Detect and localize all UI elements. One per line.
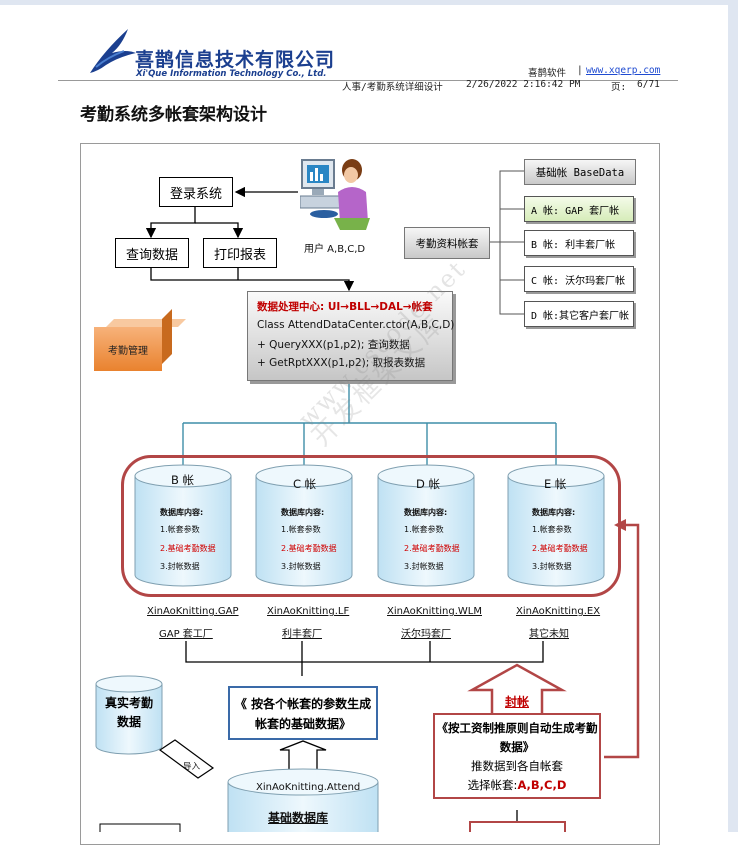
- base-db-label: 基础数据库: [268, 811, 329, 825]
- cylinder-e: [507, 464, 605, 587]
- viewer-scrollbar[interactable]: [728, 0, 738, 832]
- db-c-caption: 数据库内容:: [281, 508, 325, 517]
- db-e-item2: 2.基础考勤数据: [532, 544, 588, 553]
- attend-account-box: 考勤资料帐套: [404, 227, 490, 259]
- db-b-dbname: XinAoKnitting.GAP: [147, 606, 239, 617]
- db-b-name: B 帐: [171, 473, 195, 487]
- generate-attend-box: 《按工资制推原则自动生成考勤数据》 推数据到各自帐套 选择帐套:A,B,C,D: [433, 713, 601, 799]
- account-d: D 帐:其它客户套厂帐: [524, 301, 634, 327]
- db-b-client: GAP 套工厂: [159, 629, 213, 640]
- db-d-client: 沃尔玛套厂: [401, 629, 451, 640]
- db-b-caption: 数据库内容:: [160, 508, 204, 517]
- db-d-item3: 3.封帐数据: [404, 562, 444, 571]
- print-datetime: 2/26/2022 2:16:42 PM: [466, 79, 581, 90]
- company-name-en: Xi'Que Information Technology Co., Ltd.: [136, 69, 327, 79]
- cylinder-b: [134, 464, 232, 587]
- company-name-cn: 喜鹊信息技术有限公司: [135, 49, 336, 71]
- db-c-item1: 1.帐套参数: [281, 525, 321, 534]
- real-attend-label: 真实考勤数据: [104, 696, 153, 729]
- db-e-client: 其它未知: [529, 629, 569, 640]
- print-report-box: 打印报表: [203, 238, 277, 268]
- header-separator: |: [577, 65, 583, 76]
- attend-mgmt-block: 考勤管理: [94, 327, 162, 371]
- db-c-name: C 帐: [293, 477, 317, 491]
- db-e-item3: 3.封帐数据: [532, 562, 572, 571]
- base-db-cylinder: [227, 768, 379, 832]
- login-system-box: 登录系统: [159, 177, 233, 207]
- push-data-label: 推数据到各自帐套: [471, 759, 563, 773]
- db-d-caption: 数据库内容:: [404, 508, 448, 517]
- select-account-row: 选择帐套:A,B,C,D: [435, 776, 599, 795]
- db-d-name: D 帐: [416, 477, 441, 491]
- import-arrow-label: 导入: [182, 761, 201, 773]
- select-account-value: A,B,C,D: [517, 778, 567, 792]
- db-e-dbname: XinAoKnitting.EX: [516, 606, 601, 617]
- db-c-item2: 2.基础考勤数据: [281, 544, 337, 553]
- db-e-name: E 帐: [544, 477, 567, 491]
- page-label: 页:: [611, 82, 627, 93]
- cylinder-d: [377, 464, 475, 587]
- query-data-box: 查询数据: [115, 238, 189, 268]
- software-name: 喜鹊软件: [528, 68, 567, 79]
- data-center-report: + GetRptXXX(p1,p2); 取报表数据: [257, 357, 426, 369]
- user-label: 用户 A,B,C,D: [304, 244, 366, 255]
- website-link[interactable]: www.xqerp.com: [586, 65, 661, 76]
- account-base: 基础帐 BaseData: [524, 159, 636, 185]
- select-account-label: 选择帐套:: [467, 778, 518, 792]
- header-rule: [58, 80, 678, 81]
- db-c-dbname: XinAoKnitting.LF: [267, 606, 350, 617]
- data-center-box: 数据处理中心: UI→BLL→DAL→帐套 Class AttendDataCe…: [247, 291, 455, 381]
- viewer-top-border: [0, 0, 738, 5]
- db-c-client: 利丰套厂: [282, 629, 322, 640]
- generate-attend-title: 《按工资制推原则自动生成考勤数据》: [436, 721, 598, 754]
- data-center-title: 数据处理中心: UI→BLL→DAL→帐套: [257, 301, 433, 313]
- account-c: C 帐: 沃尔玛套厂帐: [524, 266, 634, 292]
- account-a: A 帐: GAP 套厂帐: [524, 196, 634, 222]
- db-b-item3: 3.封帐数据: [160, 562, 200, 571]
- real-attend-cylinder: [95, 675, 163, 755]
- db-b-item2: 2.基础考勤数据: [160, 544, 216, 553]
- db-d-item2: 2.基础考勤数据: [404, 544, 460, 553]
- user-at-computer-icon: [300, 159, 370, 230]
- generate-basic-box: 《 按各个帐套的参数生成帐套的基础数据》: [228, 686, 378, 740]
- account-b: B 帐: 利丰套厂帐: [524, 230, 634, 256]
- seal-label: 封帐: [505, 695, 530, 709]
- db-e-item1: 1.帐套参数: [532, 525, 572, 534]
- page-title: 考勤系统多帐套架构设计: [80, 105, 267, 125]
- db-b-item1: 1.帐套参数: [160, 525, 200, 534]
- base-db-name: XinAoKnitting.Attend: [256, 782, 361, 793]
- data-center-query: + QueryXXX(p1,p2); 查询数据: [257, 339, 410, 351]
- page-number: 6/71: [637, 79, 660, 90]
- cylinder-c: [255, 464, 353, 587]
- db-d-item1: 1.帐套参数: [404, 525, 444, 534]
- db-e-caption: 数据库内容:: [532, 508, 576, 517]
- db-c-item3: 3.封帐数据: [281, 562, 321, 571]
- data-center-class: Class AttendDataCenter.ctor(A,B,C,D): [257, 319, 455, 331]
- magpie-logo-icon: [90, 29, 136, 73]
- account-databases-group: [121, 455, 621, 597]
- breadcrumb: 人事/考勤系统详细设计: [342, 82, 443, 93]
- db-d-dbname: XinAoKnitting.WLM: [387, 606, 482, 617]
